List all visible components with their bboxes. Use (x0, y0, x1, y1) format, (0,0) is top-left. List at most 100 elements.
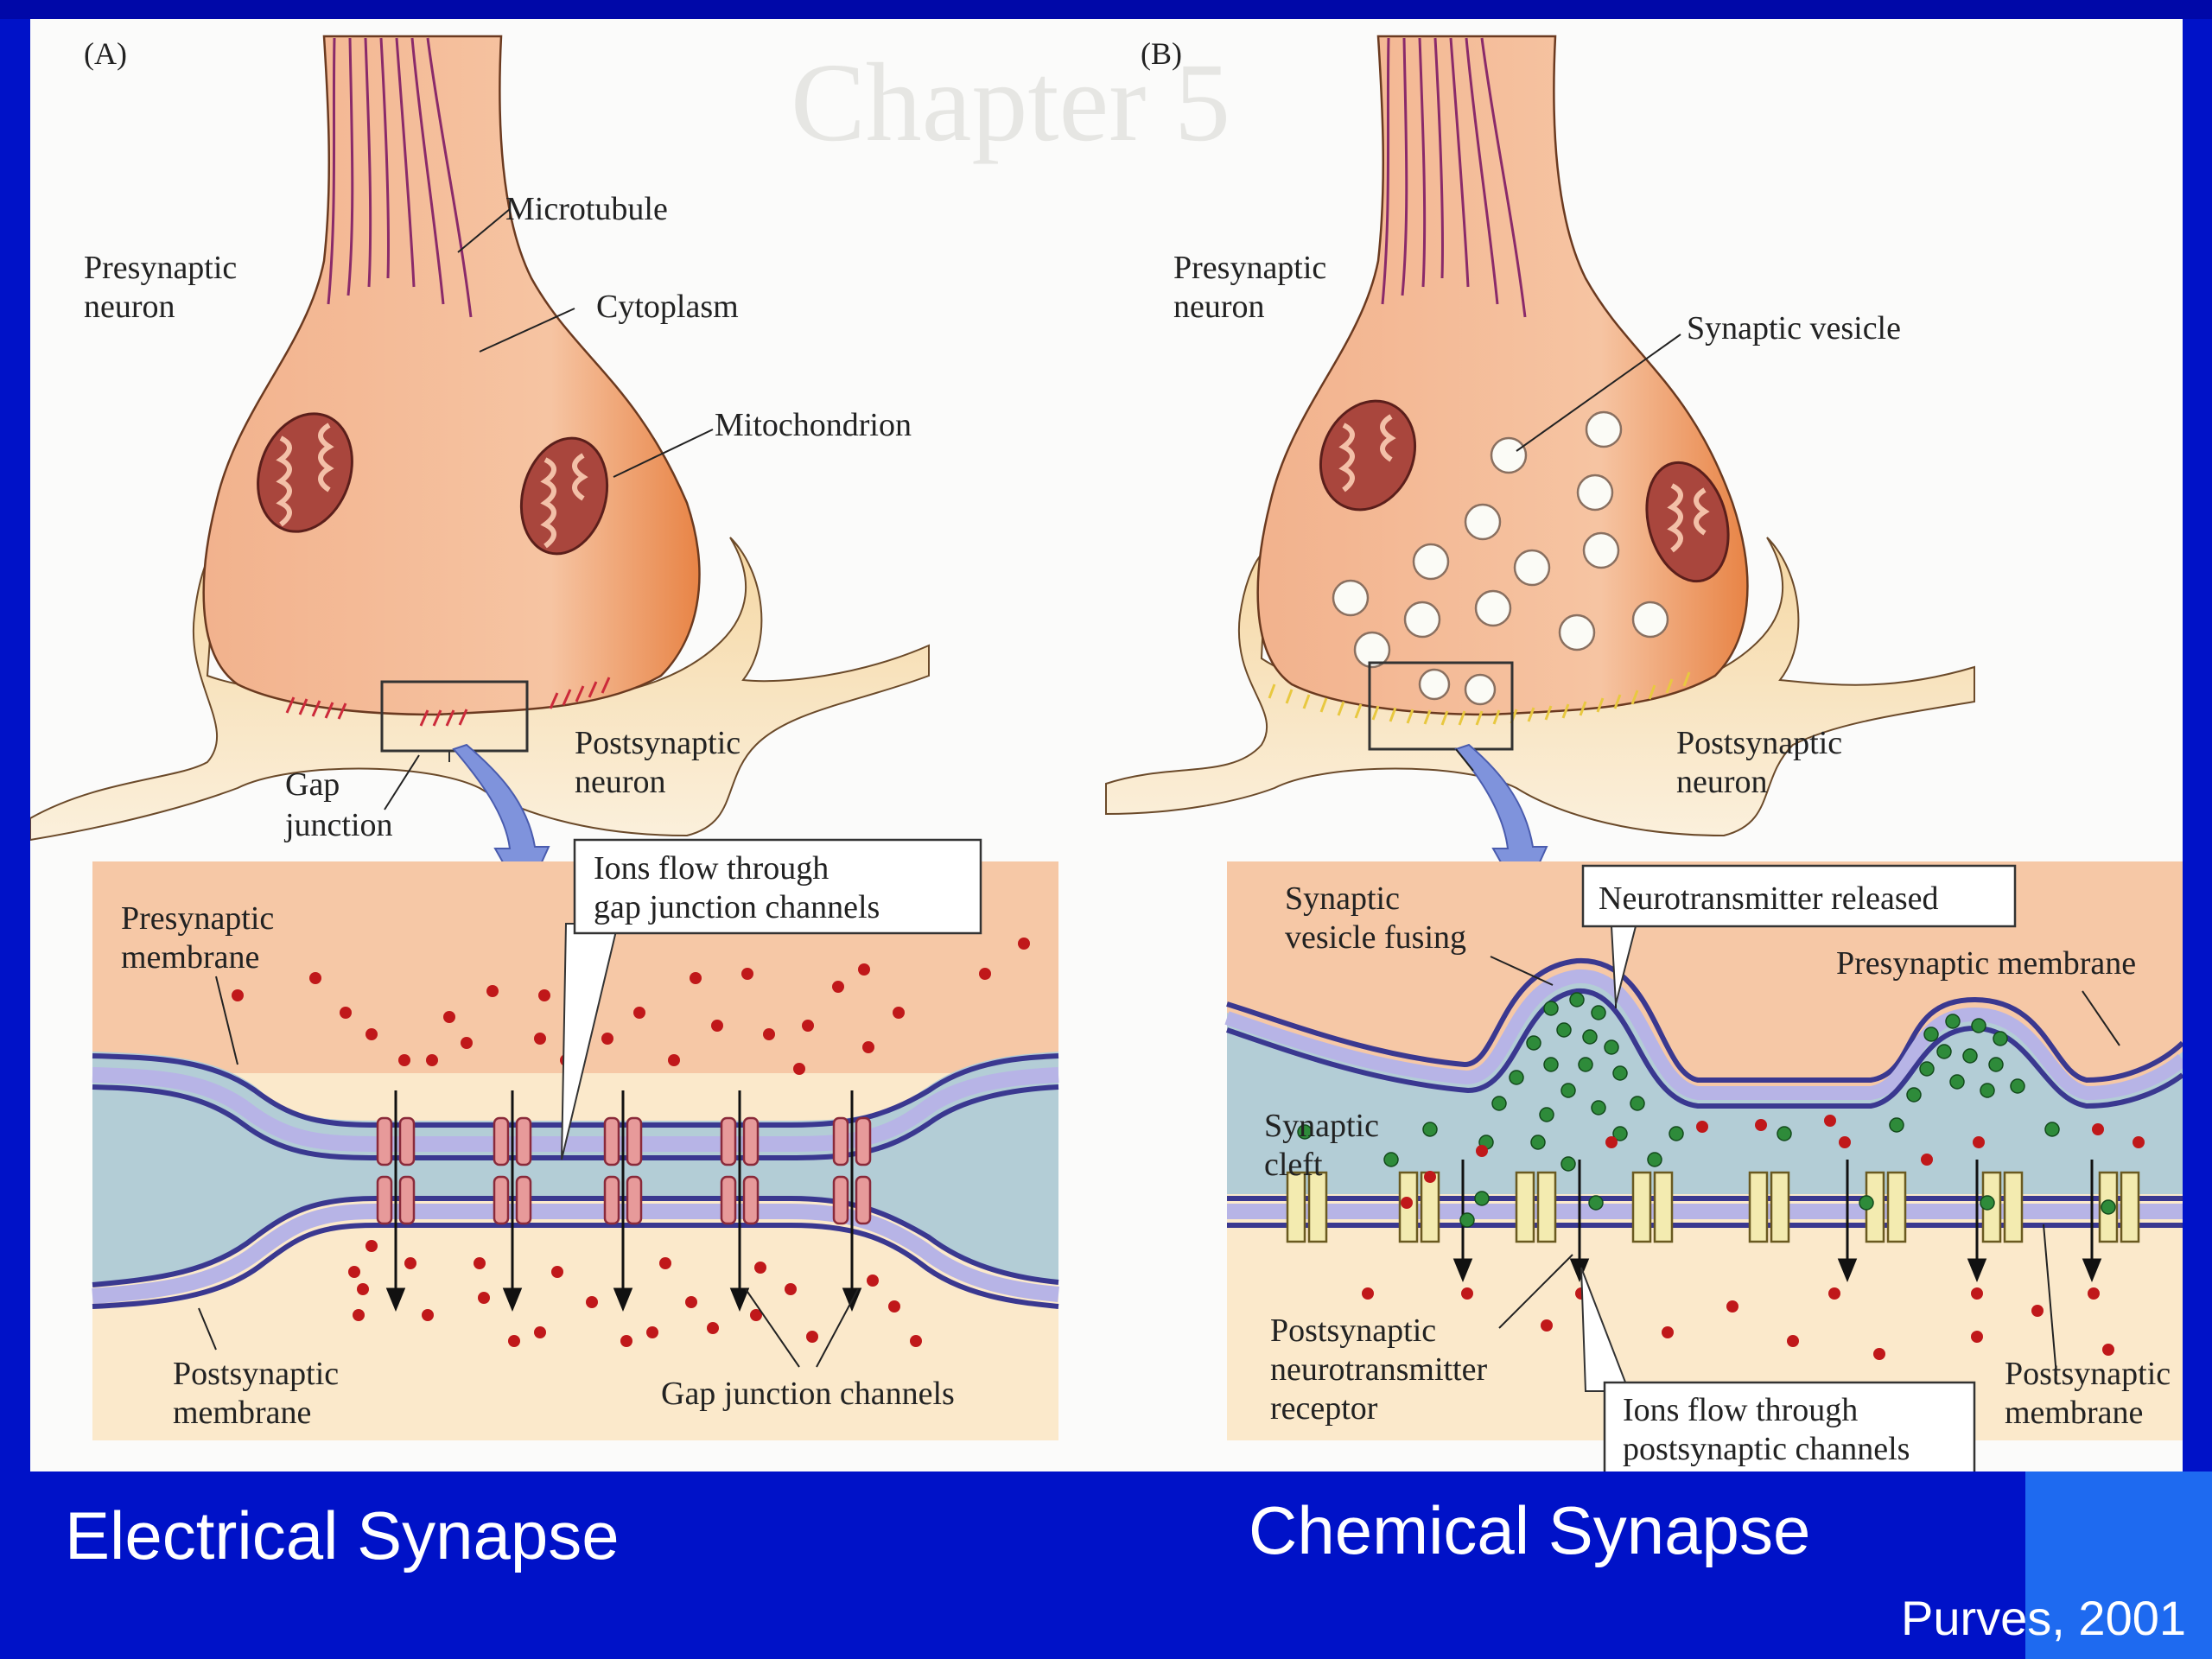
a-label-mitochondrion: Mitochondrion (715, 407, 912, 443)
a-label-presynaptic-membrane-1: Presynaptic (121, 900, 274, 937)
background-book-page: Chapter 5 (791, 41, 1230, 165)
a-label-postsynaptic-membrane-2: membrane (173, 1395, 311, 1431)
gap-junction-channel (720, 1116, 760, 1225)
neurotransmitter-molecules (1297, 992, 2116, 1228)
b-mitochondrion-right (1645, 461, 1730, 583)
postsynaptic-receptor (1515, 1171, 1557, 1243)
b-label-vesicle-fusing-1: Synaptic (1285, 880, 1400, 917)
synaptic-vesicle (1464, 503, 1502, 541)
synapse-figure: (A) (30, 19, 2183, 1471)
postsynaptic-receptor (1981, 1171, 2024, 1243)
b-neurotransmitter-released: Neurotransmitter released (1599, 880, 1939, 917)
b-label-synaptic-cleft-1: Synaptic (1264, 1108, 1379, 1144)
a-ions-flow-1: Ions flow through (594, 850, 829, 887)
gap-junction-channels (376, 1116, 872, 1225)
b-presynaptic-terminal (1256, 35, 1749, 716)
postsynaptic-receptor (1631, 1171, 1674, 1243)
postsynaptic-receptor (2098, 1171, 2140, 1243)
postsynaptic-receptor (1748, 1171, 1790, 1243)
a-label-presynaptic-neuron-2: neuron (84, 289, 175, 325)
panel-b: (B) Chapter 5 (791, 35, 2183, 1471)
b-label-receptor-2: neurotransmitter (1270, 1351, 1487, 1388)
synaptic-vesicle (1474, 589, 1512, 627)
b-ions (1362, 1115, 2145, 1360)
citation: Purves, 2001 (1901, 1591, 2186, 1645)
b-receptor-fringe (1268, 671, 1691, 726)
synaptic-vesicles (1332, 410, 1669, 706)
b-label-postsynaptic-neuron-2: neuron (1676, 764, 1768, 800)
b-ions-flow-1: Ions flow through (1623, 1392, 1858, 1428)
synaptic-vesicle (1403, 601, 1441, 639)
a-ion-flow-arrows (385, 1090, 862, 1312)
b-zoom-box (1368, 661, 1514, 751)
synaptic-vesicle (1332, 579, 1370, 617)
a-label-postsynaptic-neuron-2: neuron (575, 764, 666, 800)
a-ions (232, 938, 1030, 1347)
b-inset (1224, 861, 2183, 1440)
b-ions-flow-2: postsynaptic channels (1623, 1431, 1910, 1467)
b-mitochondrion-left (1319, 399, 1417, 512)
b-label-presynaptic-neuron-1: Presynaptic (1173, 250, 1326, 286)
b-label-postsynaptic-membrane-1: Postsynaptic (2005, 1356, 2171, 1392)
a-label-presynaptic-neuron-1: Presynaptic (84, 250, 237, 286)
b-label-synaptic-cleft-2: cleft (1264, 1147, 1323, 1183)
a-leader-lines (198, 208, 859, 1368)
synaptic-vesicle (1353, 631, 1391, 669)
b-leader-lines (1455, 334, 2120, 1376)
a-presynaptic-terminal (202, 35, 701, 716)
postsynaptic-receptors (1286, 1171, 2140, 1243)
a-mitochondrion-right (519, 436, 609, 556)
a-label-presynaptic-membrane-2: membrane (121, 939, 259, 976)
synaptic-vesicle (1631, 601, 1669, 639)
gap-junction-channel (493, 1116, 532, 1225)
synapse-illustration: (A) (30, 35, 2183, 1471)
postsynaptic-receptor (1865, 1171, 1907, 1243)
panel-b-letter: (B) (1141, 36, 1182, 71)
b-label-presynaptic-neuron-2: neuron (1173, 289, 1265, 325)
svg-text:Chapter 5: Chapter 5 (791, 41, 1230, 165)
b-label-vesicle-fusing-2: vesicle fusing (1285, 919, 1466, 956)
a-postsynaptic-neuron (30, 537, 930, 842)
a-ions-callout (573, 838, 982, 935)
synaptic-vesicle (1558, 613, 1596, 652)
electrical-synapse-title: Electrical Synapse (65, 1497, 620, 1573)
synaptic-vesicle (1513, 549, 1551, 587)
b-postsynaptic-neuron (1105, 537, 1975, 837)
a-ions-flow-2: gap junction channels (594, 889, 880, 925)
synaptic-vesicle (1585, 410, 1623, 448)
gap-junction-channel (376, 1116, 416, 1225)
b-ions-callout (1603, 1381, 1976, 1471)
gap-junction-channel (603, 1116, 643, 1225)
synaptic-vesicle (1576, 474, 1614, 512)
b-microtubules (1381, 37, 1527, 318)
a-mitochondrion-left (257, 412, 353, 533)
a-label-gap-junction-1: Gap (285, 766, 340, 803)
synaptic-vesicle (1418, 668, 1451, 701)
a-gap-junction-marks (285, 677, 611, 727)
b-neurotransmitter-callout (1581, 864, 2017, 928)
b-label-postsynaptic-membrane-2: membrane (2005, 1395, 2143, 1431)
synaptic-vesicle (1464, 673, 1497, 706)
b-ion-flow-arrows (1452, 1160, 2102, 1282)
a-label-gap-junction-2: junction (283, 807, 393, 843)
gap-junction-channel (832, 1116, 872, 1225)
a-label-postsynaptic-neuron-1: Postsynaptic (575, 725, 741, 761)
synaptic-vesicle (1490, 436, 1528, 474)
a-label-gap-junction-channels: Gap junction channels (661, 1376, 955, 1412)
synaptic-vesicle (1582, 531, 1620, 569)
panel-a: (A) (30, 35, 1059, 1440)
chemical-synapse-title: Chemical Synapse (1249, 1492, 1811, 1568)
postsynaptic-receptor (1286, 1171, 1328, 1243)
b-label-presynaptic-membrane: Presynaptic membrane (1836, 945, 2136, 982)
slide-top-bar (0, 0, 2212, 19)
b-label-receptor-1: Postsynaptic (1270, 1313, 1436, 1349)
a-label-cytoplasm: Cytoplasm (596, 289, 739, 325)
panel-a-letter: (A) (84, 36, 127, 71)
b-label-postsynaptic-neuron-1: Postsynaptic (1676, 725, 1842, 761)
a-microtubules (327, 37, 473, 318)
synaptic-vesicle (1412, 543, 1450, 581)
a-inset (92, 861, 1059, 1440)
a-label-postsynaptic-membrane-1: Postsynaptic (173, 1356, 339, 1392)
corner-accent (2025, 1471, 2212, 1659)
